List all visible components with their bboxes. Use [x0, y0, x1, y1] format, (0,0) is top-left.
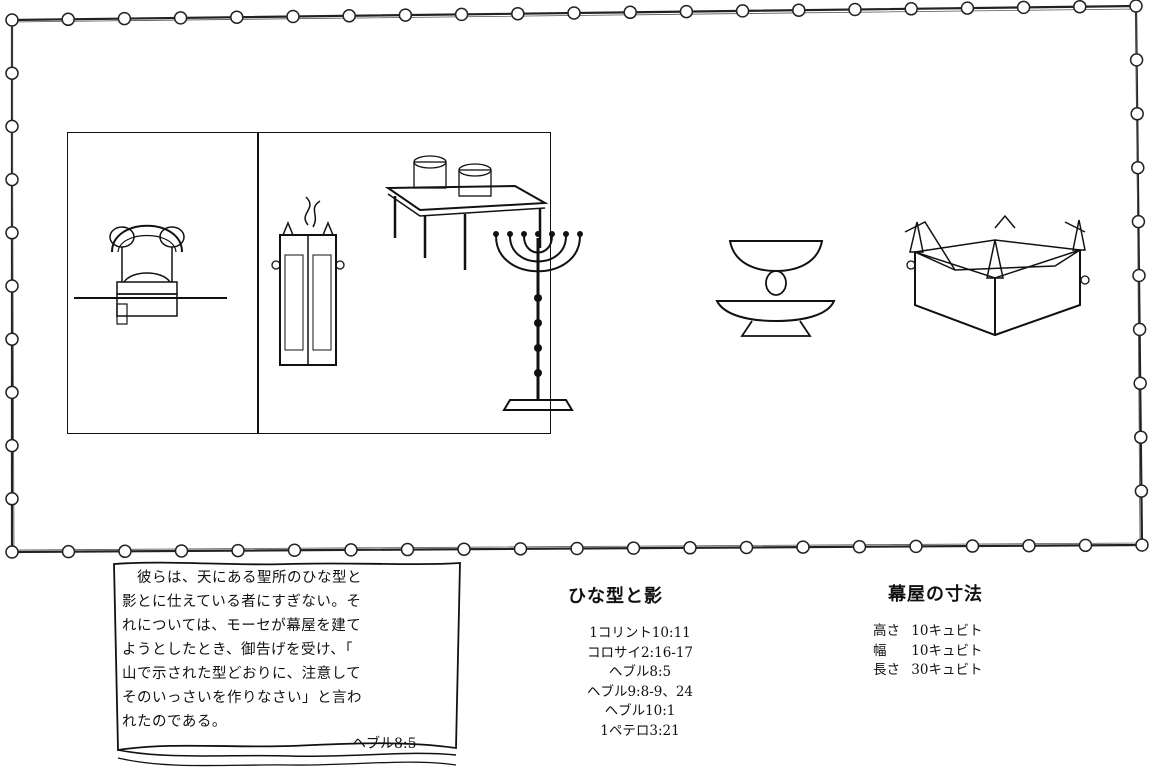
dimension-label: 高さ	[873, 623, 900, 639]
fence-post	[626, 541, 641, 555]
fence-post	[1022, 538, 1036, 553]
fence-post	[570, 541, 584, 556]
fence-post	[679, 4, 694, 19]
altar-of-burnt-offering-illustration	[904, 214, 1090, 337]
fence-post	[398, 8, 413, 22]
fence-post	[792, 3, 806, 17]
fence-post	[1134, 484, 1149, 498]
sanctuary-divider	[257, 132, 259, 434]
fence-post	[904, 2, 918, 16]
fence-post	[1129, 0, 1143, 13]
fence-post	[230, 10, 244, 24]
fence-post	[1134, 430, 1148, 444]
dimension-list: 高さ 10キュビト 幅 10キュビト 長さ 30キュビト	[873, 622, 982, 681]
lampstand-illustration	[493, 231, 583, 411]
fence-post	[61, 544, 76, 559]
dimension-label: 長さ	[873, 662, 900, 678]
fence-post	[5, 332, 19, 346]
dimension-value: 30キュビト	[911, 662, 983, 678]
fence-post	[457, 542, 471, 556]
quotation-line: 彼らは、天にある聖所のひな型と	[122, 570, 362, 586]
fence-post	[965, 539, 980, 553]
fence-post	[1131, 160, 1145, 175]
quotation-line: 山で示された型どおりに、注意して	[122, 666, 362, 682]
quotation-reference: ヘブル8:5	[352, 736, 417, 752]
sanctuary-box	[67, 132, 551, 434]
fence-post	[344, 543, 358, 557]
dimension-value: 10キュビト	[911, 642, 983, 659]
fence-post	[5, 492, 19, 506]
table-of-showbread-illustration	[385, 155, 549, 270]
fence-post	[1129, 53, 1144, 67]
fence-post	[683, 541, 697, 555]
fence-post	[5, 172, 19, 187]
fence-post	[454, 7, 469, 22]
fence-post	[287, 543, 302, 557]
ark-of-covenant-illustration	[74, 224, 227, 325]
fence-post	[5, 545, 19, 559]
quotation-line: 影とに仕えている者にすぎない。そ	[122, 594, 362, 610]
fence-post	[5, 13, 19, 27]
fence-post	[118, 544, 132, 559]
scripture-reference-list: 1コリント10:11 コロサイ2:16-17 ヘブル8:5 ヘブル9:8-9、2…	[540, 624, 740, 741]
fence-post	[173, 11, 188, 25]
dimension-label: 幅	[873, 642, 887, 659]
fence-post	[5, 438, 19, 453]
scripture-reference: 1コリント10:11	[589, 625, 691, 641]
fence-post	[960, 1, 975, 15]
fence-post	[735, 4, 750, 18]
fence-post	[1078, 538, 1093, 553]
quotation-line: そのいっさいを作りなさい」と言わ	[122, 690, 362, 706]
fence-post	[848, 2, 862, 17]
types-shadows-title: ひな型と影	[568, 586, 663, 607]
scripture-reference: 1ペテロ3:21	[600, 722, 680, 739]
scroll-frame	[113, 561, 461, 767]
fence-post	[513, 542, 528, 556]
fence-post	[511, 6, 525, 21]
scroll-quotation: 彼らは、天にある聖所のひな型と 影とに仕えている者にすぎない。そ れについては、…	[122, 566, 452, 734]
fence-post	[400, 542, 415, 557]
fence-post	[1131, 214, 1146, 229]
scripture-reference: ヘブル9:8-9、24	[586, 683, 694, 700]
fence-post	[5, 279, 19, 293]
fence-post	[5, 119, 19, 134]
fence-post	[1130, 107, 1144, 121]
fence-post	[1133, 376, 1147, 391]
fence-post	[286, 9, 300, 24]
fence-post	[852, 540, 867, 554]
fence-post	[1073, 0, 1087, 14]
fence-post	[1132, 268, 1146, 283]
quotation-line: れについては、モーセが幕屋を建て	[122, 618, 362, 634]
dimension-row-width: 幅 10キュビト	[873, 642, 982, 662]
fence-post	[231, 543, 245, 558]
quotation-line: れたのである。	[122, 714, 227, 730]
altar-of-incense-illustration	[271, 196, 345, 366]
fence-post	[174, 544, 189, 558]
fence-post	[796, 540, 810, 554]
scripture-reference: コロサイ2:16-17	[586, 644, 694, 661]
laver-illustration	[715, 240, 836, 337]
fence-post	[5, 226, 19, 240]
fence-post	[567, 6, 581, 20]
quotation-line: ようとしたとき、御告げを受け、「	[122, 642, 354, 658]
fence-post	[61, 12, 75, 27]
fence-post	[909, 539, 923, 554]
fence-post	[1135, 538, 1149, 552]
dimension-row-length: 長さ 30キュビト	[873, 661, 982, 681]
fence-post	[623, 5, 637, 20]
fence-post	[5, 385, 19, 400]
dimension-value: 10キュビト	[911, 623, 983, 639]
fence-post	[1016, 0, 1031, 15]
fence-post	[1132, 322, 1147, 337]
fence-post	[739, 540, 754, 555]
dimension-row-height: 高さ 10キュビト	[873, 622, 982, 642]
tabernacle-dimensions-title: 幕屋の寸法	[888, 584, 983, 605]
scripture-reference: ヘブル8:5	[608, 664, 672, 680]
fence-post	[117, 11, 132, 26]
scripture-reference: ヘブル10:1	[604, 703, 676, 719]
fence-post	[5, 66, 19, 80]
fence-post	[342, 9, 356, 23]
